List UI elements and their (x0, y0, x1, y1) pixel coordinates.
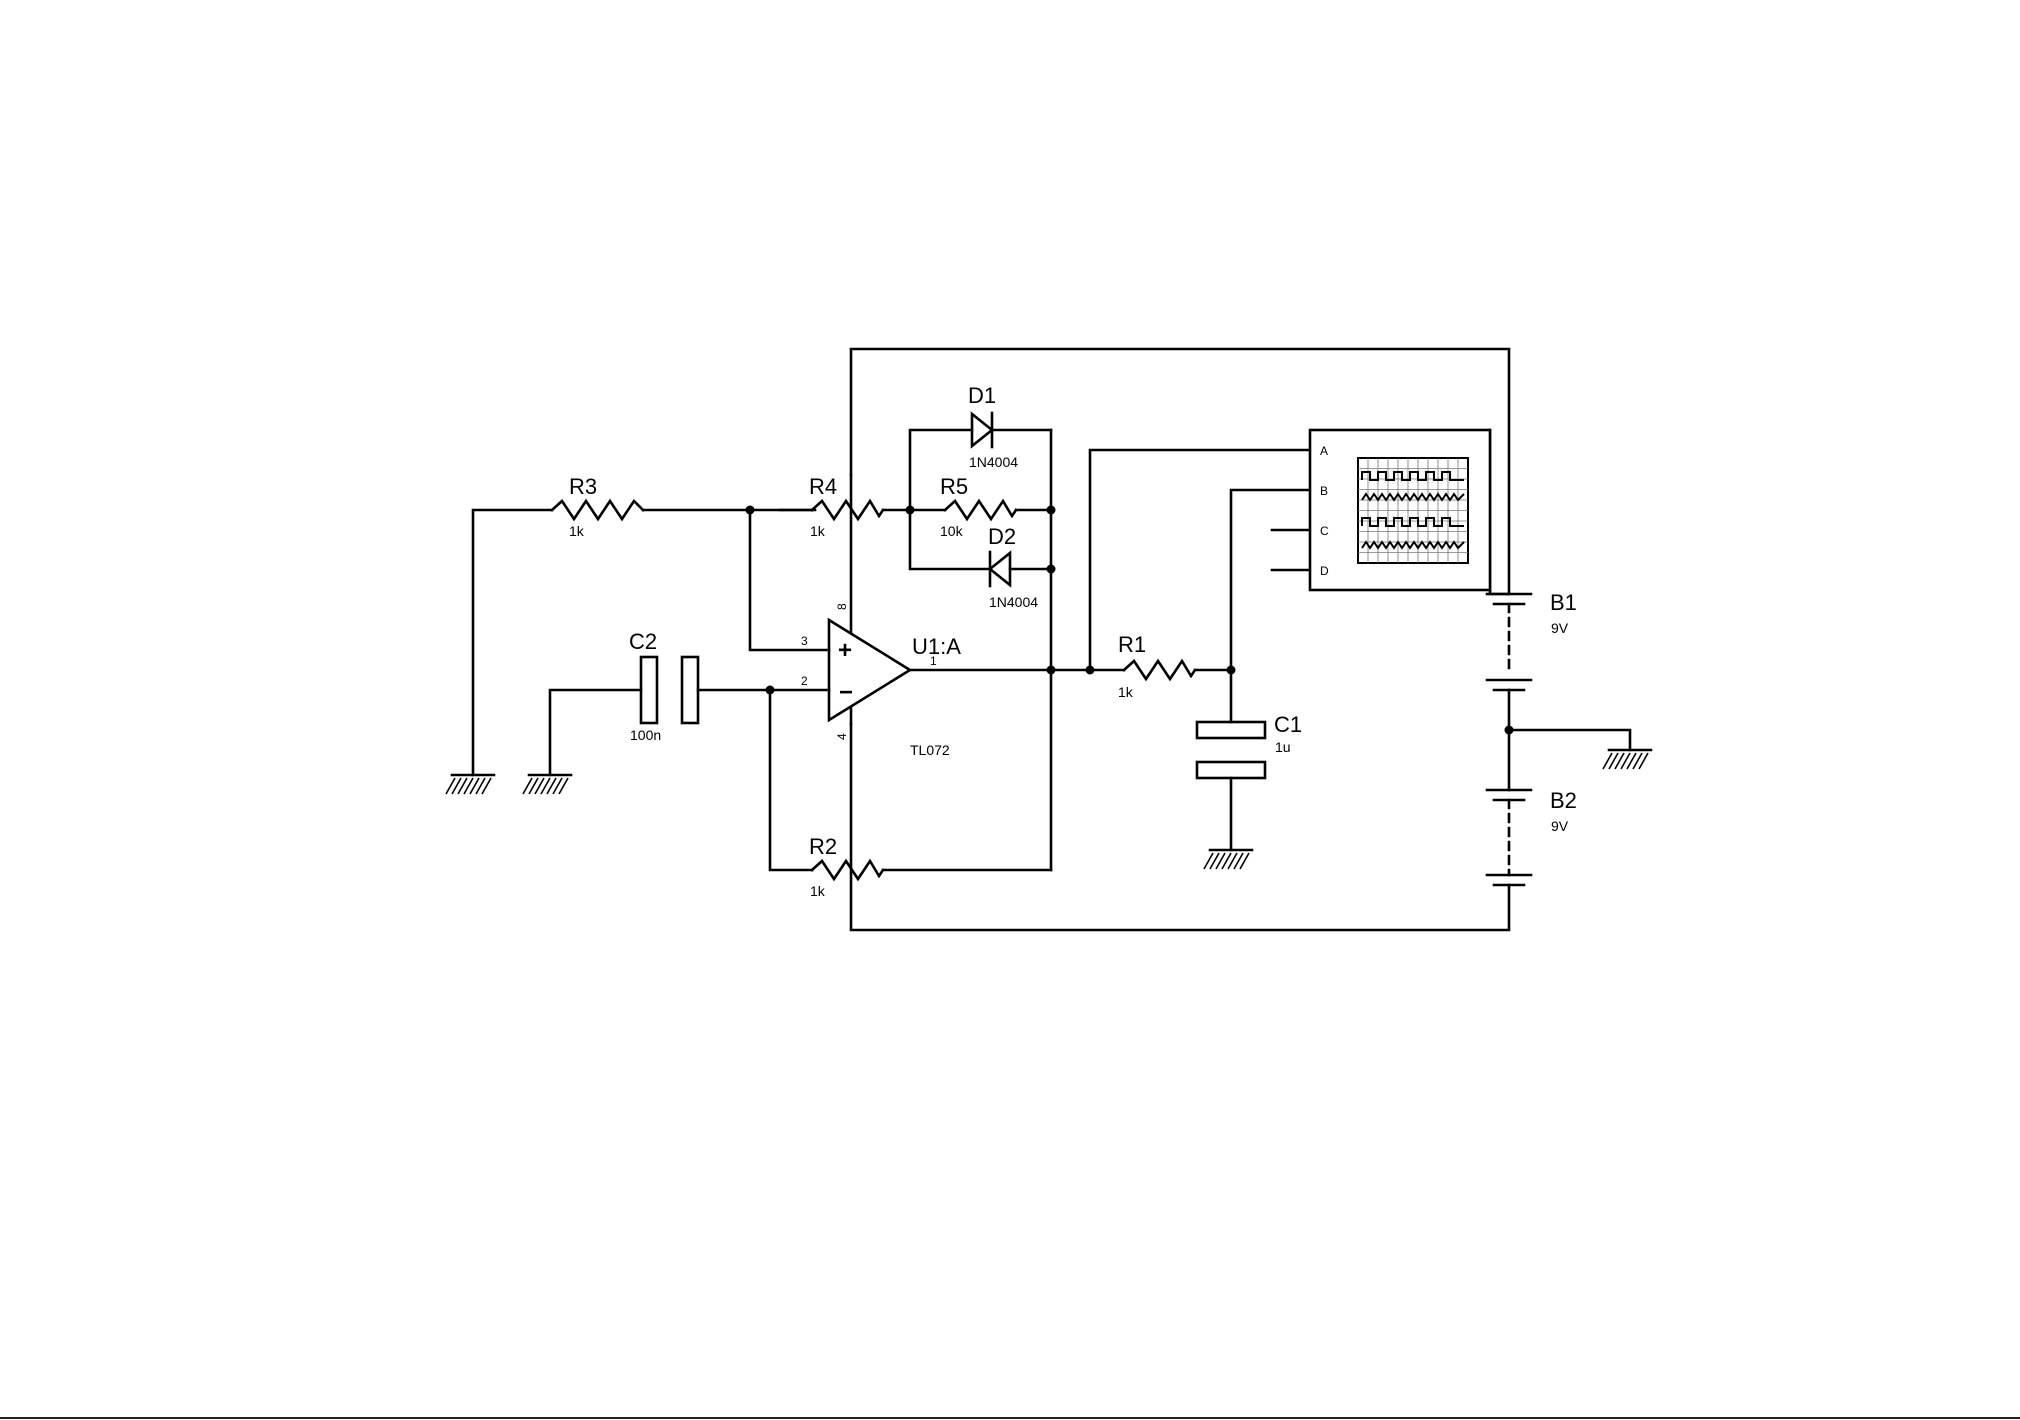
r1-ref: R1 (1118, 632, 1146, 657)
resistor-r2[interactable]: R2 1k (809, 834, 885, 899)
d1-value: 1N4004 (969, 454, 1018, 470)
resistor-r3[interactable]: R3 1k (550, 474, 645, 539)
r2-value: 1k (810, 883, 826, 899)
c1-ref: C1 (1274, 712, 1302, 737)
resistor-r5[interactable]: R5 10k (940, 474, 1018, 539)
r1-value: 1k (1118, 684, 1134, 700)
r5-value: 10k (940, 523, 964, 539)
pin-1-label: 1 (930, 654, 937, 668)
ground-c1-icon (1203, 848, 1254, 870)
ground-c2-icon (522, 773, 573, 795)
scope-channel-a: A (1320, 444, 1328, 458)
scope-channel-c: C (1320, 524, 1329, 538)
page-bottom-border (0, 1417, 2020, 1419)
opamp-ref: U1:A (912, 634, 961, 659)
c1-value: 1u (1275, 739, 1291, 755)
d2-value: 1N4004 (989, 594, 1038, 610)
scope-channel-b: B (1320, 484, 1328, 498)
c2-ref: C2 (629, 629, 657, 654)
grounds (445, 748, 1653, 870)
r3-value: 1k (569, 523, 585, 539)
battery-b1[interactable]: B1 9V (1485, 590, 1577, 732)
opamp-part: TL072 (910, 742, 950, 758)
pin-2-label: 2 (801, 674, 808, 688)
diode-d1[interactable]: D1 1N4004 (968, 383, 1018, 470)
d2-ref: D2 (988, 524, 1016, 549)
b2-ref: B2 (1550, 788, 1577, 813)
b1-ref: B1 (1550, 590, 1577, 615)
b1-value: 9V (1551, 620, 1569, 636)
scope-screen (1357, 457, 1469, 564)
r2-ref: R2 (809, 834, 837, 859)
pin-4-label: 4 (835, 733, 849, 740)
battery-b2[interactable]: B2 9V (1485, 728, 1577, 887)
ground-battery-icon (1602, 748, 1653, 770)
c2-value: 100n (630, 727, 661, 743)
b2-value: 9V (1551, 818, 1569, 834)
diode-d2[interactable]: D2 1N4004 (987, 524, 1038, 610)
opamp-minus-sign: − (839, 679, 853, 706)
resistor-r1[interactable]: R1 1k (1118, 632, 1197, 700)
capacitor-c2[interactable]: C2 100n (629, 629, 700, 743)
opamp-plus-sign: + (838, 637, 852, 664)
pin-8-label: 8 (835, 603, 849, 610)
junctions (745, 505, 1514, 735)
r4-ref: R4 (809, 474, 837, 499)
d1-ref: D1 (968, 383, 996, 408)
oscilloscope[interactable]: A B C D (1308, 428, 1492, 592)
capacitor-c1[interactable]: C1 1u (1195, 712, 1302, 780)
opamp-u1[interactable]: + − U1:A TL072 3 2 1 8 4 (801, 473, 961, 758)
pin-3-label: 3 (801, 634, 808, 648)
ground-r3-icon (445, 773, 496, 795)
r5-ref: R5 (940, 474, 968, 499)
scope-channel-d: D (1320, 564, 1329, 578)
r4-value: 1k (810, 523, 826, 539)
resistor-r4[interactable]: R4 1k (809, 474, 885, 539)
r3-ref: R3 (569, 474, 597, 499)
